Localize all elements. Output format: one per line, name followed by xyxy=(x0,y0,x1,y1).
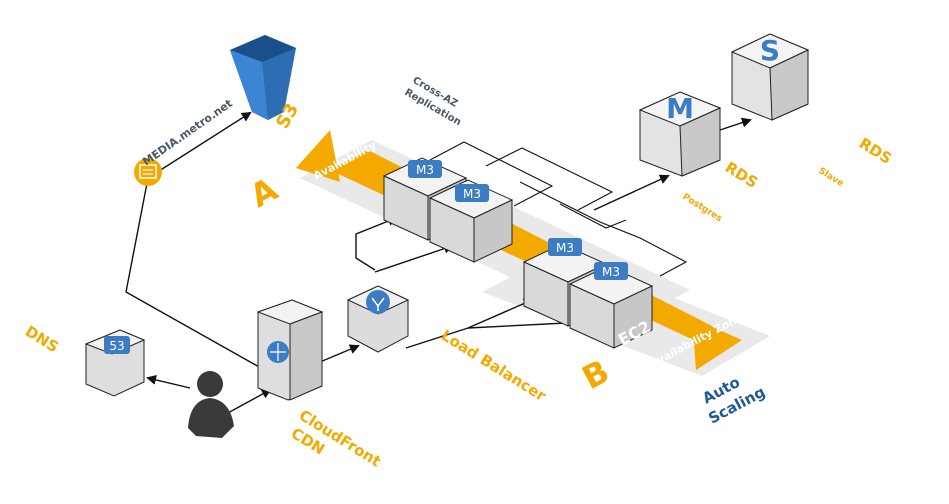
rds-slave-label: RDS xyxy=(856,134,895,168)
ec2-instance-a2: M3 xyxy=(428,179,514,263)
instance-type-label: M3 xyxy=(602,265,620,279)
az-a-letter: A xyxy=(244,170,284,215)
user-icon xyxy=(188,371,234,438)
postgres-label: Postgres xyxy=(680,192,723,224)
rds-master-letter: M xyxy=(666,92,694,125)
rds-master-label: RDS xyxy=(722,158,761,192)
instance-type-label: M3 xyxy=(556,241,574,255)
s3-bucket-icon xyxy=(230,35,296,120)
media-domain-label: MEDIA.metro.net xyxy=(140,97,235,169)
instance-type-label: M3 xyxy=(416,163,434,177)
route53-icon: 53 xyxy=(84,329,146,397)
az-b-letter: B xyxy=(576,352,615,397)
load-balancer-icon xyxy=(346,285,410,353)
slave-label: Slave xyxy=(816,166,845,189)
load-balancer-label: Load Balancer xyxy=(438,326,550,405)
rds-slave-letter: S xyxy=(760,34,780,67)
cloudfront-icon xyxy=(256,299,324,401)
ec2-instance-b2: M3 xyxy=(568,262,654,349)
instance-type-label: M3 xyxy=(463,187,481,201)
media-dns-icon xyxy=(134,158,162,186)
replication-links xyxy=(429,141,688,277)
rds-slave-icon: S xyxy=(730,33,810,121)
dns-label: DNS xyxy=(22,322,62,356)
rds-master-icon: M xyxy=(638,91,722,177)
route53-number: 53 xyxy=(109,339,124,353)
connection-lines xyxy=(125,111,752,415)
